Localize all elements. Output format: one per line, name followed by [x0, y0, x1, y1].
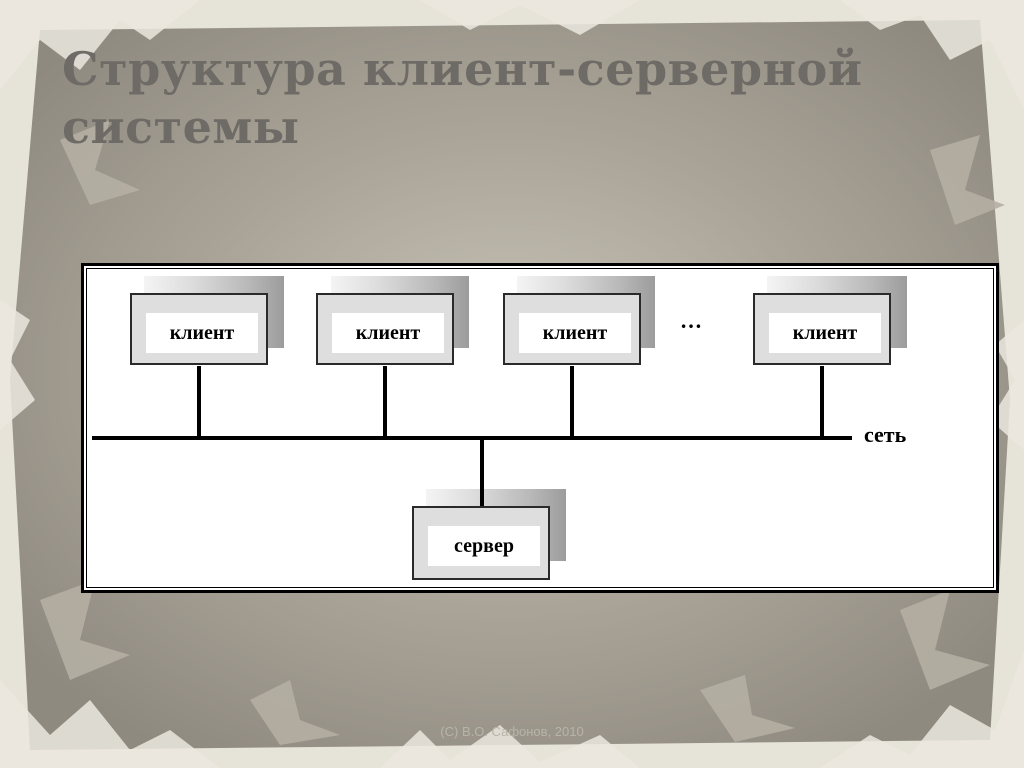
title-line-1: Структура клиент-серверной	[62, 42, 863, 96]
slide-footer: (C) В.О. Сафонов, 2010	[440, 724, 584, 739]
server-label: сервер	[428, 526, 540, 566]
server-node: сервер	[412, 506, 550, 580]
client-node-2: клиент	[316, 293, 454, 365]
title-line-2: системы	[62, 100, 300, 154]
client-node-3: клиент	[503, 293, 641, 365]
client-node-1: клиент	[130, 293, 268, 365]
more-clients-ellipsis: …	[680, 308, 705, 333]
network-label: сеть	[864, 422, 907, 447]
slide-title: Структура клиент-серверной системы	[62, 40, 962, 156]
client-node-4: клиент	[753, 293, 891, 365]
client-label: клиент	[146, 313, 258, 353]
client-label: клиент	[769, 313, 881, 353]
client-label: клиент	[332, 313, 444, 353]
client-label: клиент	[519, 313, 631, 353]
